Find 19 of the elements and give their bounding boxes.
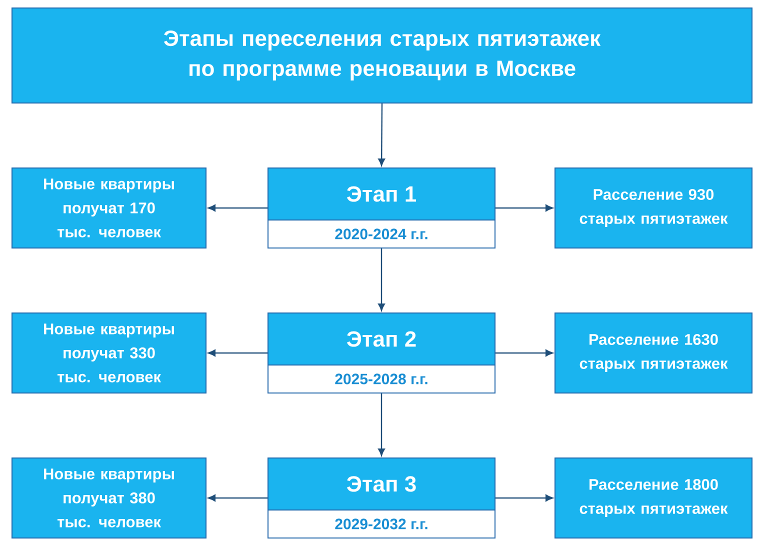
info-box: Расселение 1630 старых пятиэтажек [554, 312, 752, 394]
stage-box: Этап 1 2020-2024 г.г. [268, 168, 496, 248]
arrow [378, 248, 385, 311]
info-box: Новые квартиры получат 330 тыс. человек [12, 312, 206, 394]
info-box: Новые квартиры получат 170 тыс. человек [12, 168, 206, 248]
stage-box: Этап 2 2025-2028 г.г. [268, 312, 496, 394]
info-box: Расселение 1800 старых пятиэтажек [554, 458, 752, 538]
arrow [208, 494, 268, 502]
info-box: Расселение 930 старых пятиэтажек [554, 168, 752, 248]
arrow [378, 394, 385, 456]
arrow [496, 494, 553, 502]
title-box: Этапы переселения старых пятиэтажек по программе реновации в Москве [12, 8, 752, 104]
arrow [208, 350, 268, 356]
stage-box: Этап 3 2029-2032 г.г. [268, 458, 496, 538]
arrow [378, 104, 386, 166]
arrow [208, 204, 268, 212]
info-box: Новые квартиры получат 380 тыс. человек [12, 458, 206, 538]
arrow [496, 204, 553, 212]
arrow [496, 350, 553, 356]
